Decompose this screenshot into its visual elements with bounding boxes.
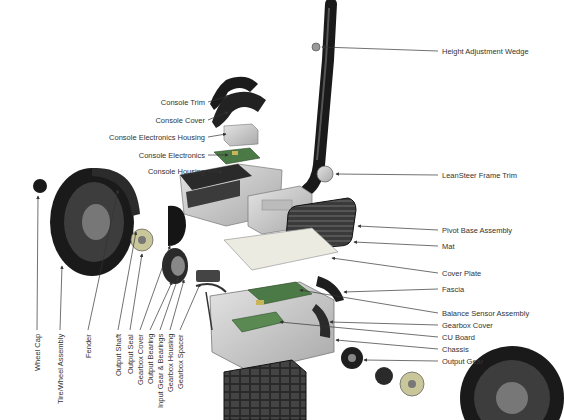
part-label: Tire/Wheel Assembly bbox=[56, 334, 65, 404]
right-wheel-assembly bbox=[341, 346, 564, 420]
part-label: Cover Plate bbox=[442, 269, 481, 278]
part-label: Gearbox Cover bbox=[136, 334, 145, 385]
chassis-group bbox=[196, 228, 344, 372]
part-label: Gearbox Cover bbox=[442, 321, 493, 330]
part-label: Fascia bbox=[442, 285, 464, 294]
part-label: Console Trim bbox=[161, 98, 205, 107]
part-label: Height Adjustment Wedge bbox=[442, 47, 529, 56]
part-label: Gearbox Spacer bbox=[176, 334, 185, 389]
leansteer-frame bbox=[307, 4, 333, 190]
part-label: Output Bearing bbox=[146, 334, 155, 384]
left-wheel-assembly bbox=[33, 168, 220, 330]
part-label: Output Gear bbox=[442, 357, 483, 366]
part-label: Wheel Cap bbox=[33, 334, 42, 371]
battery bbox=[224, 360, 306, 420]
part-label: Mat bbox=[442, 242, 455, 251]
part-label: Console Electronics bbox=[139, 151, 205, 160]
part-label: Console Electronics Housing bbox=[109, 133, 205, 142]
part-label: Pivot Base Assembly bbox=[442, 226, 512, 235]
part-label: Console Housing bbox=[148, 167, 205, 176]
part-label: Gearbox Housing bbox=[166, 334, 175, 392]
part-label: LeanSteer Frame Trim bbox=[442, 171, 517, 180]
part-label: Input Gear & Bearings bbox=[156, 334, 165, 408]
part-label: Output Shaft bbox=[114, 334, 123, 376]
leader-lines bbox=[37, 47, 438, 361]
part-label: CU Board bbox=[442, 333, 475, 342]
part-label: Output Seal bbox=[126, 334, 135, 374]
part-label: Chassis bbox=[442, 345, 469, 354]
part-label: Console Cover bbox=[155, 116, 205, 125]
part-label: Fender bbox=[84, 334, 93, 358]
part-label: Balance Sensor Assembly bbox=[442, 309, 529, 318]
